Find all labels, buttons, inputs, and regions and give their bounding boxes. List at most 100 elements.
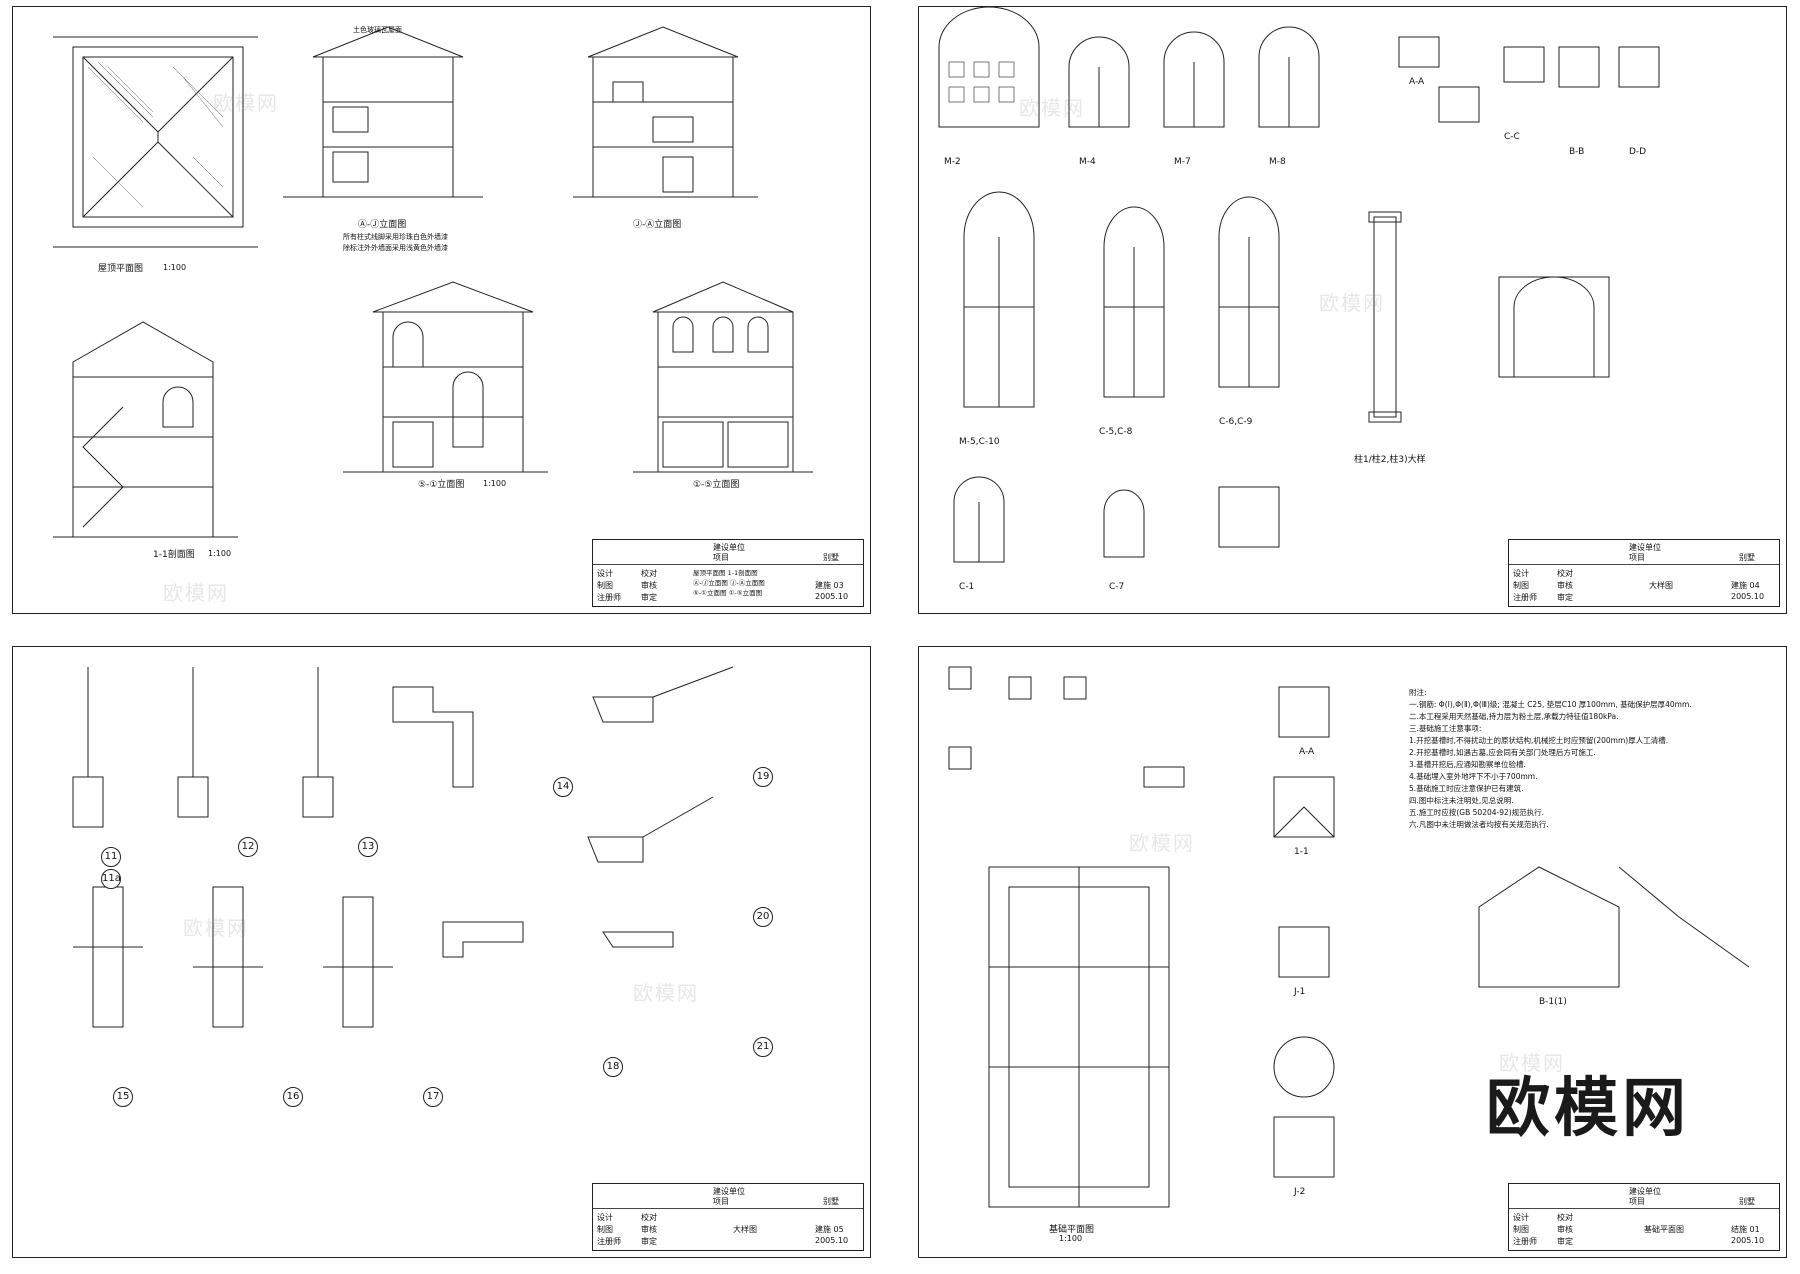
tb-unit: 建设单位: [713, 1187, 745, 1196]
elevation-5-1-title: ⑤-①立面图: [418, 480, 465, 490]
note-line: 四.图中标注未注明处,见总说明.: [1409, 796, 1514, 805]
tb-label: 注册师: [597, 593, 621, 602]
sheet2-linework: [938, 7, 1660, 563]
note-line: 二.本工程采用天然基础,持力层为粉土层,承载力特征值180kPa.: [1409, 712, 1619, 721]
window-label: C-1: [959, 582, 975, 592]
watermark: 欧模网: [163, 581, 229, 605]
watermark: 欧模网: [1319, 291, 1385, 315]
detail-callout: 12: [238, 837, 258, 857]
section-label: J-2: [1294, 1187, 1306, 1197]
tb-date: 别墅: [823, 553, 839, 562]
foundation-plan-scale: 1:100: [1059, 1234, 1083, 1243]
detail-callout: 15: [113, 1087, 133, 1107]
tb-label: 审定: [641, 1237, 657, 1246]
detail-callout: 17: [423, 1087, 443, 1107]
detail-callout: 21: [753, 1037, 773, 1057]
tb-project: 项目: [1629, 1197, 1645, 1206]
tb-label: 校对: [1557, 1213, 1573, 1222]
tb-label: 审定: [1557, 1237, 1573, 1246]
tb-project: 项目: [1629, 553, 1645, 562]
door-label: M-7: [1174, 157, 1191, 167]
window-label: C-7: [1109, 582, 1125, 592]
detail-callout: 19: [753, 767, 773, 787]
tb-content: 大样图: [1649, 581, 1673, 590]
tb-label: 制图: [1513, 581, 1529, 590]
note-line: 六.凡图中未注明做法者均按有关规范执行.: [1409, 820, 1549, 829]
tb-year: 2005.10: [815, 1236, 849, 1245]
drawing-sheet-elevations: 屋顶平面图 1:100 1-1剖面图 1:100 土色玻璃瓦屋面 Ⓐ-Ⓙ立面图 …: [12, 6, 871, 614]
elevation-1-5-title: ①-⑤立面图: [693, 480, 740, 490]
elevation-a-j-title: Ⓐ-Ⓙ立面图: [358, 220, 407, 230]
door-label: M-8: [1269, 157, 1286, 167]
door-label: M-4: [1079, 157, 1096, 167]
sheet1-linework: [53, 26, 813, 538]
detail-callout: 20: [753, 907, 773, 927]
section-label: B-1(1): [1539, 997, 1567, 1007]
tb-label: 注册师: [597, 1237, 621, 1246]
tb-label: 制图: [597, 581, 613, 590]
tb-label: 设计: [1513, 1213, 1529, 1222]
roof-plan-title: 屋顶平面图: [98, 264, 144, 274]
window-label: M-5,C-10: [959, 437, 1000, 447]
section-label: A-A: [1299, 747, 1315, 757]
tb-label: 审核: [641, 1225, 657, 1234]
tb-unit: 建设单位: [1629, 543, 1661, 552]
foundation-plan-title: 基础平面图: [1049, 1225, 1095, 1235]
drawing-sheet-wall-details: 11 11a 12 13 14 15 16 17 18 19 20 21 欧模网…: [12, 646, 871, 1258]
elevation-note-1: 所有柱式线脚采用珍珠白色外墙漆: [343, 233, 448, 241]
detail-label: B-B: [1569, 147, 1585, 157]
detail-callout: 16: [283, 1087, 303, 1107]
tb-code: 建施 04: [1731, 581, 1760, 590]
door-label: M-2: [944, 157, 961, 167]
tb-label: 设计: [597, 569, 613, 578]
section-scale: 1:100: [208, 549, 232, 558]
notes-block: 附注: 一.钢筋: Φ(Ⅰ),Φ(Ⅱ),Φ(Ⅲ)级; 混凝土 C25, 垫层C1…: [1409, 687, 1692, 831]
notes-title: 附注:: [1409, 688, 1427, 697]
tb-label: 审核: [641, 581, 657, 590]
tb-year: 2005.10: [1731, 1236, 1765, 1245]
tb-unit: 建设单位: [1629, 1187, 1661, 1196]
tb-content: 屋顶平面图 1-1剖面图 Ⓐ-Ⓙ立面图 Ⓙ-Ⓐ立面图 ⑤-①立面图 ①-⑤立面图: [693, 569, 765, 597]
tb-label: 审核: [1557, 1225, 1573, 1234]
watermark: 欧模网: [1499, 1051, 1565, 1075]
tb-code: 建施 03: [815, 581, 844, 590]
tb-label: 校对: [641, 1213, 657, 1222]
tb-content: 大样图: [733, 1225, 757, 1234]
elevation-note-2: 除标注外外墙面采用浅黄色外墙漆: [343, 244, 448, 252]
tb-year: 2005.10: [1731, 592, 1765, 601]
tb-label: 审定: [641, 593, 657, 602]
roof-plan-scale: 1:100: [163, 263, 187, 272]
tb-date: 别墅: [823, 1197, 839, 1206]
tb-year: 2005.10: [815, 592, 849, 601]
note-line: 1.开挖基槽时,不得扰动土的原状结构,机械挖土时应预留(200mm)厚人工清槽.: [1409, 736, 1669, 745]
detail-label: A-A: [1409, 77, 1425, 87]
title-block: 建设单位 项目 别墅 设计 制图 注册师 校对 审核 审定 屋顶平面图 1-1剖…: [592, 539, 864, 607]
tb-code: 建施 05: [815, 1225, 844, 1234]
section-label: 1-1: [1294, 847, 1309, 857]
title-block: 建设单位 项目 别墅 设计 制图 注册师 校对 审核 审定 大样图 建施 04 …: [1508, 539, 1780, 607]
section-title: 1-1剖面图: [153, 550, 195, 560]
tb-project: 项目: [713, 553, 729, 562]
drawing-sheet-door-window-details: M-2 M-4 M-7 M-8 M-5,C-10 C-5,C-8 C-6,C-9…: [918, 6, 1787, 614]
note-line: 三.基础施工注意事项:: [1409, 724, 1482, 733]
note-line: 一.钢筋: Φ(Ⅰ),Φ(Ⅱ),Φ(Ⅲ)级; 混凝土 C25, 垫层C10 厚1…: [1409, 700, 1692, 709]
sheet3-linework: [72, 666, 734, 1028]
title-block: 建设单位 项目 别墅 设计 制图 注册师 校对 审核 审定 基础平面图 结施 0…: [1508, 1183, 1780, 1251]
tb-label: 制图: [1513, 1225, 1529, 1234]
tb-project: 项目: [713, 1197, 729, 1206]
watermark: 欧模网: [1019, 96, 1085, 120]
note-line: 3.基槽开挖后,应通知勘察单位验槽.: [1409, 760, 1526, 769]
tb-date: 别墅: [1739, 553, 1755, 562]
detail-callout: 18: [603, 1057, 623, 1077]
watermark: 欧模网: [213, 91, 279, 115]
roof-label: 土色玻璃瓦屋面: [353, 26, 402, 34]
title-block: 建设单位 项目 别墅 设计 制图 注册师 校对 审核 审定 大样图 建施 05 …: [592, 1183, 864, 1251]
watermark: 欧模网: [183, 916, 249, 940]
tb-label: 制图: [597, 1225, 613, 1234]
detail-callout: 14: [553, 777, 573, 797]
detail-callout: 11: [101, 847, 121, 867]
tb-content: 基础平面图: [1644, 1225, 1684, 1234]
tb-date: 别墅: [1739, 1197, 1755, 1206]
note-line: 五.施工时应按(GB 50204-92)规范执行.: [1409, 808, 1545, 817]
note-line: 5.基础施工时应注意保护已有建筑.: [1409, 784, 1524, 793]
